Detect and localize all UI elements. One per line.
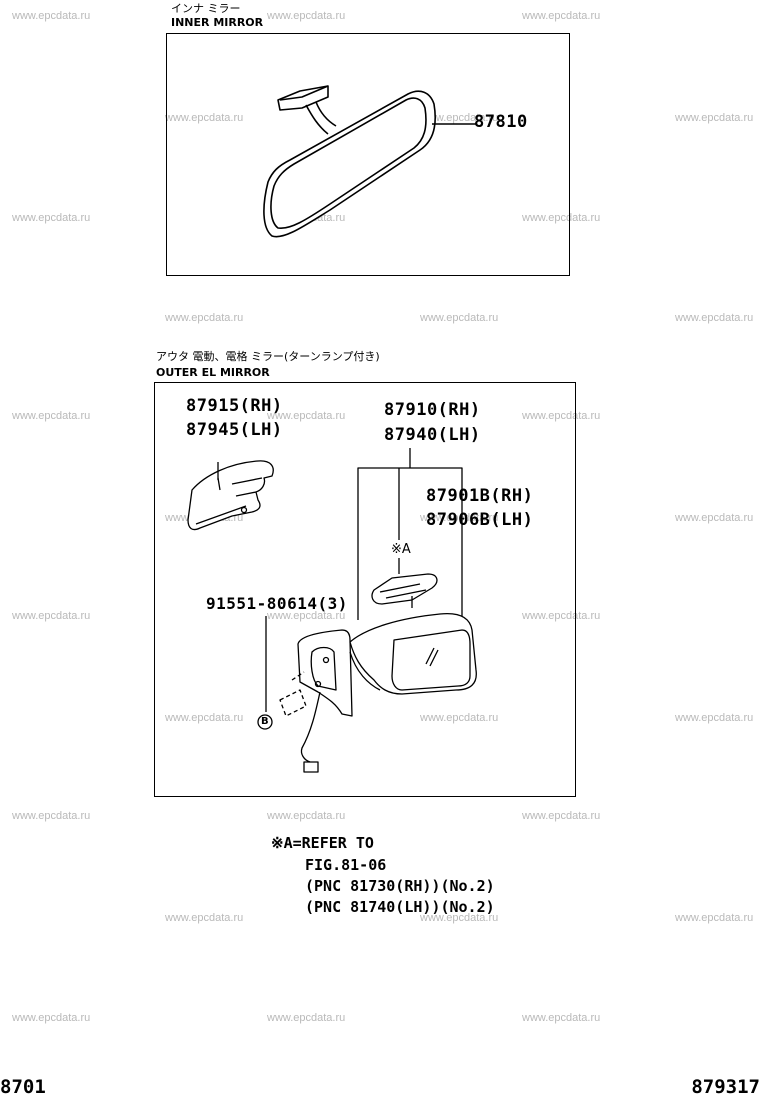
watermark: www.epcdata.ru <box>267 410 346 422</box>
part-number-lamp-rh: 87901B(RH) <box>426 486 534 506</box>
watermark: www.epcdata.ru <box>12 810 91 822</box>
watermark: www.epcdata.ru <box>675 712 754 724</box>
watermark: www.epcdata.ru <box>675 912 754 924</box>
watermark: www.epcdata.ru <box>165 712 244 724</box>
watermark: www.epcdata.ru <box>420 512 499 524</box>
note-line-2: FIG.81-06 <box>305 856 387 874</box>
watermark: www.epcdata.ru <box>675 112 754 124</box>
watermark: www.epcdata.ru <box>522 610 601 622</box>
footer-right-code: 879317 <box>691 1076 760 1098</box>
watermark: www.epcdata.ru <box>12 1012 91 1024</box>
watermark: www.epcdata.ru <box>12 212 91 224</box>
watermark: www.epcdata.ru <box>522 10 601 22</box>
watermark: www.epcdata.ru <box>420 712 499 724</box>
watermark: www.epcdata.ru <box>420 112 499 124</box>
note-line-3: (PNC 81730(RH))(No.2) <box>305 877 495 895</box>
inner-mirror-title-en: INNER MIRROR <box>171 16 264 29</box>
watermark: www.epcdata.ru <box>267 1012 346 1024</box>
watermark: www.epcdata.ru <box>12 610 91 622</box>
part-number-cover-lh: 87945(LH) <box>186 420 283 440</box>
inner-mirror-title-jp: インナ ミラー <box>171 2 241 15</box>
outer-mirror-title-jp: アウタ 電動、電格 ミラー(ターンランプ付き) <box>156 350 380 363</box>
watermark: www.epcdata.ru <box>267 810 346 822</box>
watermark: www.epcdata.ru <box>675 512 754 524</box>
watermark: www.epcdata.ru <box>675 312 754 324</box>
part-number-mirror-lh: 87940(LH) <box>384 425 481 445</box>
watermark: www.epcdata.ru <box>267 10 346 22</box>
watermark: www.epcdata.ru <box>522 1012 601 1024</box>
watermark: www.epcdata.ru <box>420 912 499 924</box>
watermark: www.epcdata.ru <box>420 312 499 324</box>
inner-mirror-frame <box>166 33 570 276</box>
part-number-lamp-lh: 87906B(LH) <box>426 510 534 530</box>
watermark: www.epcdata.ru <box>165 112 244 124</box>
note-line-1: ※A=REFER TO <box>271 834 374 852</box>
watermark: www.epcdata.ru <box>522 810 601 822</box>
outer-mirror-title-en: OUTER EL MIRROR <box>156 366 270 379</box>
watermark: www.epcdata.ru <box>12 410 91 422</box>
outer-mirror-frame <box>154 382 576 797</box>
reference-marker-a: ※A <box>391 542 411 557</box>
footer-left-code: 8701 <box>0 1076 46 1098</box>
watermark: www.epcdata.ru <box>165 912 244 924</box>
part-number-mirror-rh: 87910(RH) <box>384 400 481 420</box>
watermark: www.epcdata.ru <box>522 212 601 224</box>
watermark: www.epcdata.ru <box>267 610 346 622</box>
watermark: www.epcdata.ru <box>12 10 91 22</box>
part-number-cover-rh: 87915(RH) <box>186 396 283 416</box>
note-line-4: (PNC 81740(LH))(No.2) <box>305 898 495 916</box>
reference-marker-b: B <box>261 716 269 727</box>
watermark: www.epcdata.ru <box>522 410 601 422</box>
part-number-inner-mirror: 87810 <box>474 112 528 132</box>
watermark: www.epcdata.ru <box>165 312 244 324</box>
part-number-screw: 91551-80614(3) <box>206 594 348 613</box>
